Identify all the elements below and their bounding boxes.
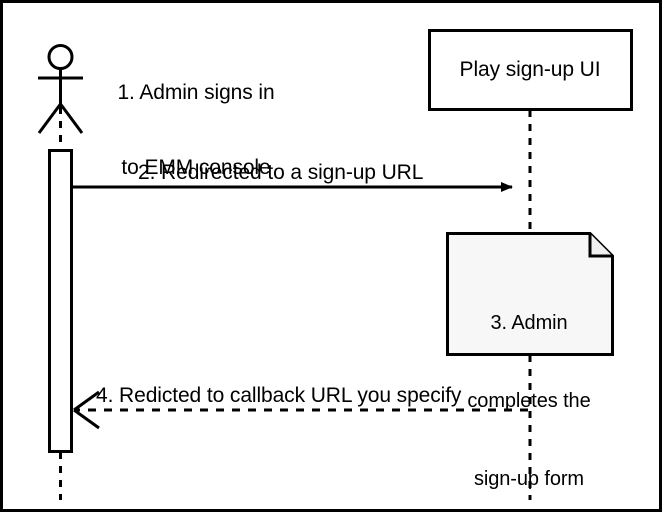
step-2-label: 2. Redirected to a sign-up URL — [138, 161, 424, 184]
note-step-3 — [446, 232, 614, 356]
note-step-3-label: 3. Admin completes the sign-up form — [449, 258, 609, 512]
participant-label-play-signup-ui: Play sign-up UI — [459, 58, 601, 81]
participant-box-play-signup-ui[interactable] — [428, 29, 633, 111]
actor-admin-stick-figure — [37, 44, 84, 134]
step-1-line-1: 1. Admin signs in — [117, 81, 275, 104]
step-1-label: 1. Admin signs in to EMM console — [96, 30, 296, 230]
note-line-3: sign-up form — [474, 468, 584, 490]
activation-bar-admin — [48, 149, 73, 453]
step-4-label: 4. Redicted to callback URL you specify — [96, 384, 462, 407]
step-1-line-2: to EMM console — [121, 156, 271, 179]
message-arrow-4 — [73, 390, 528, 430]
note-line-1: 3. Admin — [490, 312, 568, 334]
note-line-2: completes the — [467, 390, 591, 412]
